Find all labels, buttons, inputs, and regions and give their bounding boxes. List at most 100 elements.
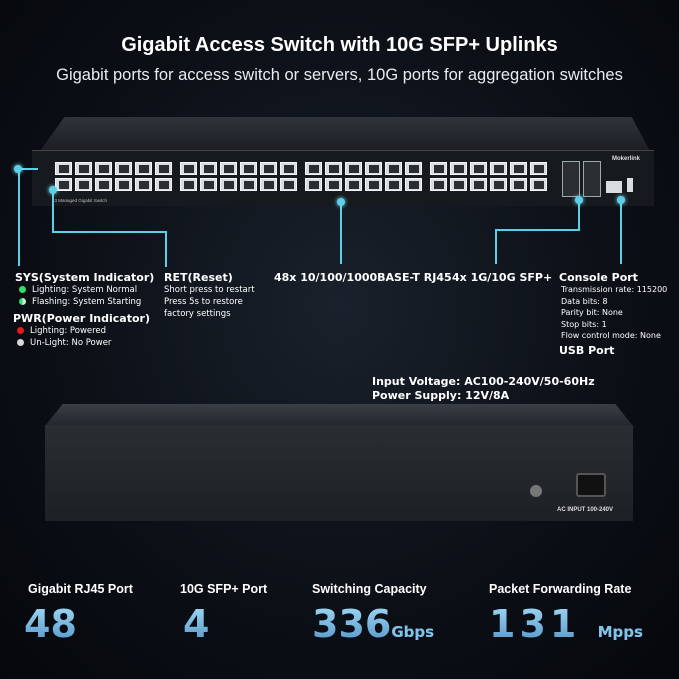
stat-number: 131 [489,602,581,646]
stat-value: 4 [183,602,210,646]
rj45-port [510,162,527,175]
rj45-port [280,162,297,175]
console-line: Transmission rate: 115200 [561,285,668,294]
rj45-port [530,178,547,191]
rj45-port [385,178,402,191]
rj45-port [450,178,467,191]
rj45-port [55,178,72,191]
console-line: Data bits: 8 [561,296,608,306]
rj45-port [135,162,152,175]
rj45-port [325,162,342,175]
rj45-port [180,178,197,191]
rj45-port [200,162,217,175]
rj45-port [325,178,342,191]
rj45-port [95,178,112,191]
rj45-port [220,178,237,191]
stat-label: 10G SFP+ Port [180,582,268,596]
usb-port [627,178,633,192]
console-line: Parity bit: None [561,308,623,317]
power-supply: Power Supply: 12V/8A [372,389,510,402]
flashing-led-icon [19,298,26,305]
console-callout: Console Port Transmission rate: 115200 D… [559,271,667,357]
rj45-port [490,162,507,175]
ac-power-socket [576,473,606,497]
reset-line: Press 5s to restore [164,297,243,307]
pwr-item: Un-Light: No Power [30,338,112,348]
stat-value: 131 Mpps [489,602,643,646]
console-line: Flow control mode: None [561,331,661,340]
front-label: L3 Managed Gigabit Switch [52,198,108,203]
reset-line: Short press to restart [164,285,255,295]
rj45-port [240,178,257,191]
rj45-port [450,162,467,175]
rj45-port [135,178,152,191]
sfp-callout: 4x 1G/10G SFP+ [452,271,553,284]
rj45-port [155,162,172,175]
rj45-port [405,178,422,191]
rj45-port [405,162,422,175]
rear-panel [45,425,633,521]
callout-dot [49,186,57,194]
rj45-port [115,178,132,191]
rear-top-face [45,404,633,426]
off-led-icon [17,339,24,346]
rj45-port [55,162,72,175]
stat-value: 336Gbps [312,602,434,646]
pwr-title: PWR(Power Indicator) [13,312,150,325]
rj45-port [470,162,487,175]
reset-title: RET(Reset) [164,271,233,284]
usb-title: USB Port [559,343,615,357]
rj45-port [365,162,382,175]
rj45-port [530,162,547,175]
sfp-port [583,161,601,197]
reset-callout: RET(Reset) Short press to restart Press … [164,271,255,320]
rj45-port [305,162,322,175]
stat-number: 336 [312,602,392,646]
brand-logo: Mokerlink [612,156,641,162]
rj45-port [75,178,92,191]
switch-top-face [40,117,650,151]
console-title: Console Port [559,271,638,284]
console-port [606,181,622,193]
callout-dot [575,196,583,204]
rj45-port [180,162,197,175]
sys-indicator-callout: SYS(System Indicator) Lighting: System N… [15,271,154,308]
pwr-indicator-callout: PWR(Power Indicator) Lighting: Powered U… [13,312,150,349]
rj45-port [75,162,92,175]
rj45-port [115,162,132,175]
rj45-port [260,162,277,175]
rj45-port [240,162,257,175]
pwr-item: Lighting: Powered [30,326,107,336]
switch-front-panel [32,150,654,206]
rj45-port [365,178,382,191]
ac-input-label: AC INPUT 100-240V [557,507,614,513]
callout-dot [337,198,345,206]
rj45-port [155,178,172,191]
callout-dot [617,196,625,204]
rj45-port [345,162,362,175]
rj45-port [95,162,112,175]
rj45-port [490,178,507,191]
subheadline: Gigabit ports for access switch or serve… [56,66,623,84]
rj45-port [305,178,322,191]
stat-unit: Gbps [391,623,435,641]
rj45-port [345,178,362,191]
rj45-port [430,178,447,191]
rj45-port [200,178,217,191]
stat-label: Gigabit RJ45 Port [28,582,133,596]
console-line: Stop bits: 1 [561,319,607,329]
stat-label: Switching Capacity [312,582,427,596]
input-voltage: Input Voltage: AC100-240V/50-60Hz [372,375,595,388]
rj45-port [430,162,447,175]
ground-screw-icon [530,485,542,497]
headline: Gigabit Access Switch with 10G SFP+ Upli… [121,34,558,56]
rj45-port [220,162,237,175]
red-led-icon [17,327,24,334]
stat-unit: Mpps [597,623,643,641]
reset-line: factory settings [164,309,231,319]
rj45-port [470,178,487,191]
rj45-port [385,162,402,175]
stat-value: 48 [24,602,77,646]
rj45-callout: 48x 10/100/1000BASE-T RJ45 [274,271,452,284]
sys-item: Lighting: System Normal [32,285,138,295]
